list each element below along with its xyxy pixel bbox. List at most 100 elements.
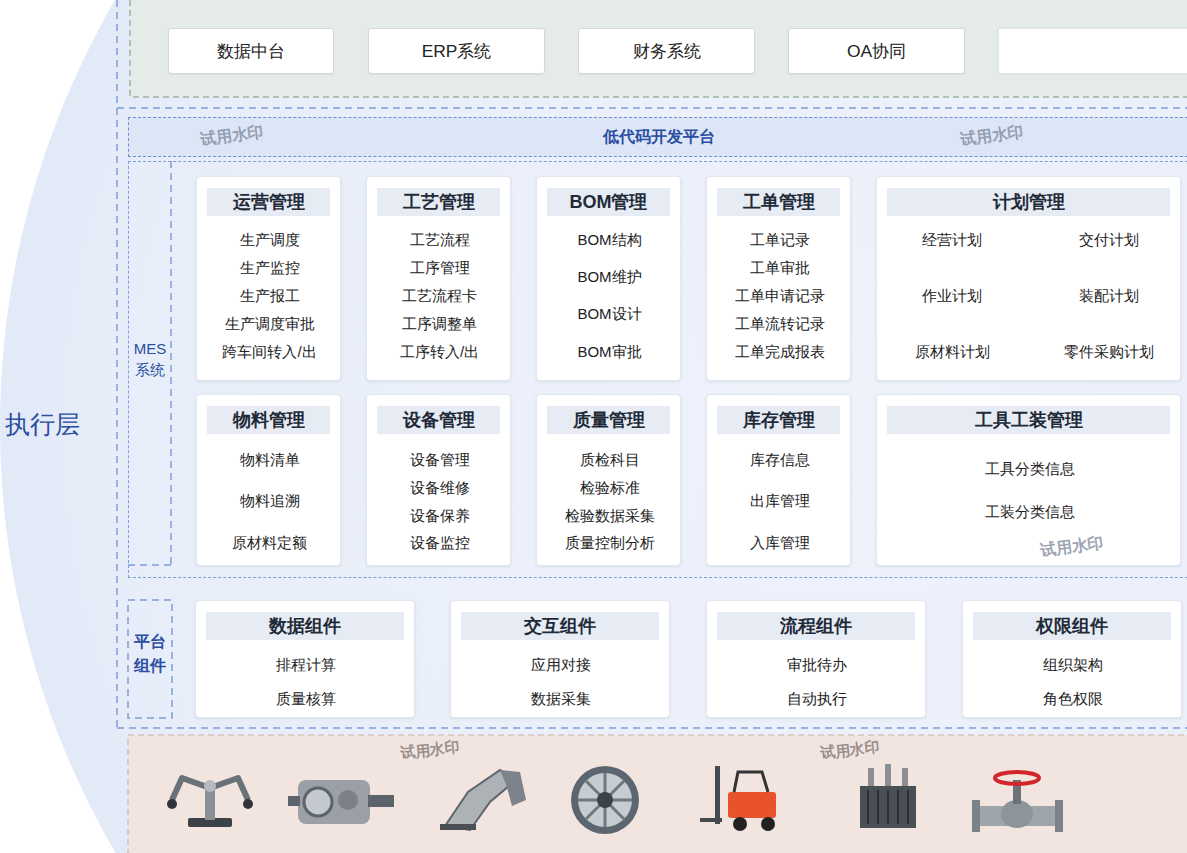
module-box: 运营管理生产调度生产监控生产报工生产调度审批跨车间转入/出 bbox=[196, 176, 341, 381]
module-item: 角色权限 bbox=[1043, 689, 1103, 709]
module-item: 生产报工 bbox=[240, 286, 300, 306]
transformer-icon bbox=[860, 764, 916, 828]
module-item: 零件采购计划 bbox=[1064, 342, 1154, 362]
layer-label: 执行层 bbox=[5, 408, 80, 440]
module-box: 库存管理库存信息出库管理入库管理 bbox=[706, 394, 851, 566]
region-label: 平台组件 bbox=[128, 630, 172, 678]
module-box: 数据组件排程计算质量核算 bbox=[195, 600, 415, 718]
module-box: 质量管理质检科目检验标准检验数据采集质量控制分析 bbox=[536, 394, 681, 566]
turbine-icon bbox=[571, 766, 639, 834]
module-header-bar: 工艺管理 bbox=[377, 188, 500, 216]
module-item: 交付计划 bbox=[1079, 230, 1139, 250]
module-box: 权限组件组织架构角色权限 bbox=[962, 600, 1182, 718]
module-item: 物料清单 bbox=[240, 450, 300, 470]
module-title: BOM管理 bbox=[547, 188, 670, 216]
module-box: 工艺管理工艺流程工序管理工艺流程卡工序调整单工序转入/出 bbox=[366, 176, 511, 381]
module-item: 工艺流程卡 bbox=[402, 286, 477, 306]
module-header-bar: 工具工装管理 bbox=[887, 406, 1170, 434]
module-box: 物料管理物料清单物料追溯原材料定额 bbox=[196, 394, 341, 566]
module-item: 作业计划 bbox=[922, 286, 982, 306]
module-item: 物料追溯 bbox=[240, 491, 300, 511]
module-item: 数据采集 bbox=[531, 689, 591, 709]
module-item: 跨车间转入/出 bbox=[222, 342, 316, 362]
module-item: 工装分类信息 bbox=[985, 502, 1075, 522]
module-item: 质量控制分析 bbox=[565, 533, 655, 553]
module-item: 工单申请记录 bbox=[735, 286, 825, 306]
module-item: 质量核算 bbox=[276, 689, 336, 709]
module-item: 质检科目 bbox=[580, 450, 640, 470]
module-item: BOM审批 bbox=[577, 342, 641, 362]
system-box: OA协同 bbox=[788, 28, 965, 74]
module-title: 工具工装管理 bbox=[887, 406, 1170, 434]
module-title: 工单管理 bbox=[717, 188, 840, 216]
watermark: 试用水印 bbox=[819, 738, 881, 763]
platform-band: 低代码开发平台 bbox=[128, 117, 1187, 157]
system-name: 财务系统 bbox=[579, 29, 754, 73]
module-item: 审批待办 bbox=[787, 655, 847, 675]
module-item: 生产调度审批 bbox=[225, 314, 315, 334]
module-item: 组织架构 bbox=[1043, 655, 1103, 675]
module-header-bar: 权限组件 bbox=[973, 612, 1171, 640]
system-name: ERP系统 bbox=[369, 29, 544, 73]
frame-lines bbox=[117, 0, 1187, 728]
module-header-bar: 计划管理 bbox=[887, 188, 1170, 216]
equipment-band bbox=[128, 735, 1187, 853]
module-box: 设备管理设备管理设备维修设备保养设备监控 bbox=[366, 394, 511, 566]
module-header-bar: BOM管理 bbox=[547, 188, 670, 216]
module-item: 工序调整单 bbox=[402, 314, 477, 334]
module-item: 自动执行 bbox=[787, 689, 847, 709]
excavator-arm-icon bbox=[440, 770, 526, 830]
module-title: 物料管理 bbox=[207, 406, 330, 434]
module-item: 原材料计划 bbox=[915, 342, 990, 362]
module-item: 设备维修 bbox=[410, 478, 470, 498]
module-item: 设备监控 bbox=[410, 533, 470, 553]
module-item: 检验数据采集 bbox=[565, 506, 655, 526]
module-item: BOM维护 bbox=[577, 267, 641, 287]
system-name: OA协同 bbox=[789, 29, 964, 73]
top-band bbox=[130, 0, 1187, 97]
system-box: 数据中台 bbox=[168, 28, 334, 74]
module-item: BOM结构 bbox=[577, 230, 641, 250]
module-item: 工单流转记录 bbox=[735, 314, 825, 334]
module-item: 经营计划 bbox=[922, 230, 982, 250]
module-header-bar: 工单管理 bbox=[717, 188, 840, 216]
gearbox-icon bbox=[288, 780, 394, 824]
mes-region: MES系统运营管理生产调度生产监控生产报工生产调度审批跨车间转入/出工艺管理工艺… bbox=[128, 161, 1187, 578]
module-title: 库存管理 bbox=[717, 406, 840, 434]
system-name: 数据中台 bbox=[169, 29, 333, 73]
module-header-bar: 设备管理 bbox=[377, 406, 500, 434]
module-item: 设备管理 bbox=[410, 450, 470, 470]
region-label: MES系统 bbox=[129, 338, 171, 380]
module-item: 入库管理 bbox=[750, 533, 810, 553]
module-title: 运营管理 bbox=[207, 188, 330, 216]
module-box: 工具工装管理工具分类信息工装分类信息 bbox=[876, 394, 1181, 566]
module-item: BOM设计 bbox=[577, 304, 641, 324]
system-box: ERP系统 bbox=[368, 28, 545, 74]
module-header-bar: 物料管理 bbox=[207, 406, 330, 434]
module-title: 设备管理 bbox=[377, 406, 500, 434]
module-title: 交互组件 bbox=[461, 612, 659, 640]
module-title: 流程组件 bbox=[717, 612, 915, 640]
system-box: 财务系统 bbox=[578, 28, 755, 74]
module-header-bar: 质量管理 bbox=[547, 406, 670, 434]
module-item: 应用对接 bbox=[531, 655, 591, 675]
module-item: 设备保养 bbox=[410, 506, 470, 526]
module-item: 工单记录 bbox=[750, 230, 810, 250]
module-header-bar: 交互组件 bbox=[461, 612, 659, 640]
module-item: 工单完成报表 bbox=[735, 342, 825, 362]
module-item: 排程计算 bbox=[276, 655, 336, 675]
robot-arm-icon bbox=[167, 778, 253, 827]
module-item: 装配计划 bbox=[1079, 286, 1139, 306]
module-box: 交互组件应用对接数据采集 bbox=[450, 600, 670, 718]
module-box: BOM管理 BOM结构 BOM维护 BOM设计 BOM审批 bbox=[536, 176, 681, 381]
band-title: 低代码开发平台 bbox=[129, 118, 1187, 155]
module-item: 工单审批 bbox=[750, 258, 810, 278]
module-item: 生产调度 bbox=[240, 230, 300, 250]
module-title: 权限组件 bbox=[973, 612, 1171, 640]
module-box: 流程组件审批待办自动执行 bbox=[706, 600, 926, 718]
module-header-bar: 运营管理 bbox=[207, 188, 330, 216]
module-header-bar: 流程组件 bbox=[717, 612, 915, 640]
module-item: 工序转入/出 bbox=[400, 342, 479, 362]
